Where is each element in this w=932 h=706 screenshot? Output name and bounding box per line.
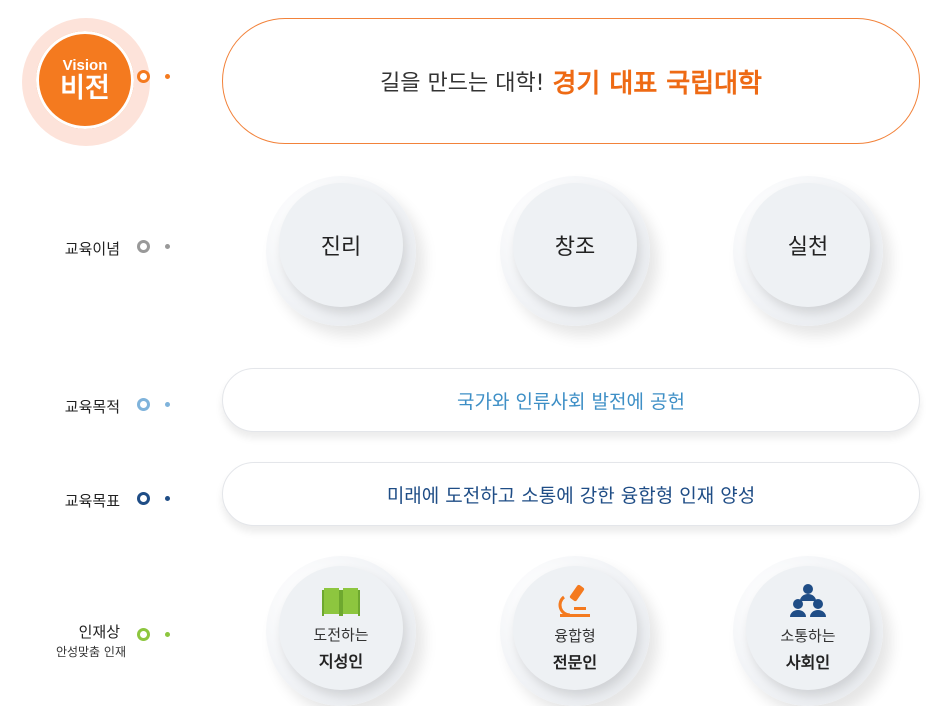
philosophy-circle-practice: 실천 (746, 183, 870, 307)
talent-line1: 소통하는 (780, 627, 836, 645)
vision-badge: Vision 비전 (36, 31, 134, 129)
philosophy-label: 교육이념 (64, 240, 120, 258)
purpose-bar: 국가와 인류사회 발전에 공헌 (222, 368, 920, 432)
vision-connector-dot (137, 70, 150, 83)
philosophy-title: 창조 (554, 235, 596, 260)
purpose-connector-small-dot (165, 402, 170, 407)
talent-circle-social: 소통하는 사회인 (746, 566, 870, 690)
philosophy-connector-dot (137, 240, 150, 253)
goal-connector-dot (137, 492, 150, 505)
philosophy-title: 진리 (320, 235, 362, 260)
goal-text: 미래에 도전하고 소통에 강한 융합형 인재 양성 (386, 484, 756, 507)
goal-label: 교육목표 (64, 492, 120, 510)
philosophy-circle-creation: 창조 (513, 183, 637, 307)
talent-circle-expert: 융합형 전문인 (513, 566, 637, 690)
vision-statement-accent: 경기 대표 국립대학 (552, 68, 762, 99)
purpose-text: 국가와 인류사회 발전에 공헌 (457, 390, 685, 413)
talent-connector-small-dot (165, 632, 170, 637)
philosophy-connector-small-dot (165, 244, 170, 249)
purpose-connector-dot (137, 398, 150, 411)
talent-line2: 전문인 (552, 653, 598, 672)
talent-circle-intellectual: 도전하는 지성인 (279, 566, 403, 690)
vision-statement-box: 길을 만드는 대학! 경기 대표 국립대학 (222, 18, 920, 144)
microscope-icon (558, 584, 590, 617)
goal-connector-small-dot (165, 496, 170, 501)
philosophy-title: 실천 (787, 235, 829, 260)
purpose-label: 교육목적 (64, 398, 120, 416)
talent-connector-dot (137, 628, 150, 641)
talent-line1: 도전하는 (313, 626, 369, 644)
talent-line2: 지성인 (318, 652, 364, 671)
talent-sublabel: 안성맞춤 인재 (55, 645, 126, 659)
talent-line2: 사회인 (785, 653, 831, 672)
philosophy-circle-truth: 진리 (279, 183, 403, 307)
vision-badge-ko: 비전 (60, 72, 110, 104)
vision-badge-en: Vision (62, 56, 108, 74)
vision-statement-plain: 길을 만드는 대학! (380, 71, 545, 96)
goal-bar: 미래에 도전하고 소통에 강한 융합형 인재 양성 (222, 462, 920, 526)
talent-label: 인재상 (78, 623, 120, 641)
talent-line1: 융합형 (554, 627, 596, 645)
people-icon (790, 584, 826, 617)
vision-connector-small-dot (165, 74, 170, 79)
book-icon (322, 588, 360, 616)
